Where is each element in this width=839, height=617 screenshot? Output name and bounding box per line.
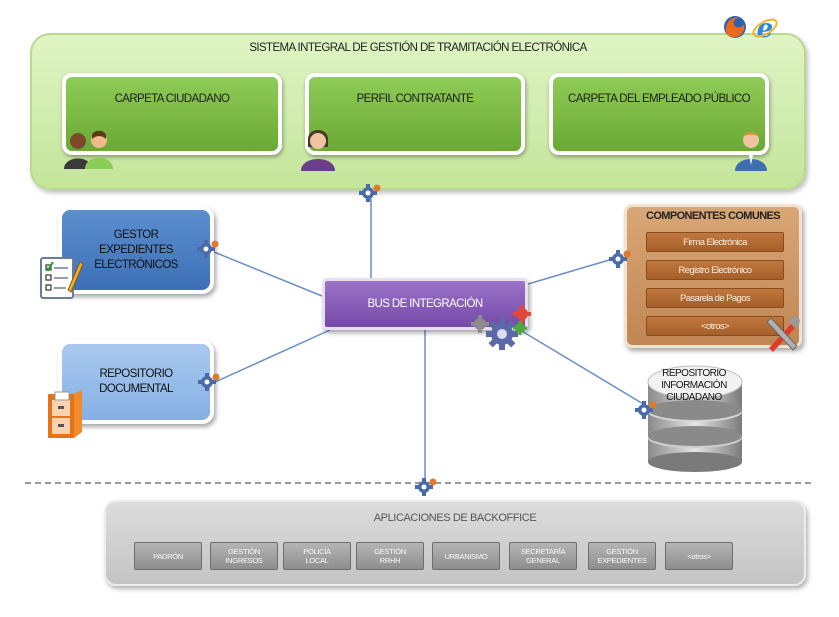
- gears-icon: [470, 302, 534, 359]
- gear-icon: [196, 237, 220, 266]
- firefox-icon: [722, 14, 748, 45]
- bitem-line2: LOCAL: [305, 556, 329, 565]
- bitem-line1: PADRÓN: [153, 551, 183, 561]
- componente-otros: <otros>: [646, 316, 784, 336]
- bitem-line1: SECRETARÍA: [520, 547, 566, 556]
- bitem-line1: URBANISMO: [444, 551, 488, 561]
- gestor-label-line1: GESTOR: [113, 228, 159, 241]
- componente-firma-electronica: Firma Electrónica: [646, 232, 784, 252]
- db-label-line2: INFORMACIÓN: [661, 380, 727, 391]
- checklist-icon: [38, 254, 84, 307]
- db-label-line3: CIUDADANO: [666, 392, 722, 403]
- carpeta-empleado-label: CARPETA DEL EMPLEADO PÚBLICO: [568, 93, 751, 105]
- bitem-line2: GENERAL: [526, 556, 560, 565]
- backoffice-item-otros: <otros>: [665, 542, 733, 570]
- bitem-line1: <otros>: [687, 551, 711, 561]
- bus-integracion-box: BUS DE INTEGRACIÓN: [322, 278, 528, 330]
- bitem-line1: GESTIÓN: [228, 547, 260, 556]
- db-label-line1: REPOSITORIO: [662, 368, 726, 379]
- employee-user-icon: [732, 127, 770, 178]
- bitem-line2: EXPEDIENTES: [597, 556, 647, 565]
- bitem-line1: POLICÍA: [303, 547, 331, 556]
- carpeta-ciudadano-label: CARPETA CIUDADANO: [114, 93, 230, 105]
- gestor-expedientes-box: GESTOR EXPEDIENTES ELECTRÓNICOS: [58, 206, 214, 294]
- gear-icon: [608, 247, 632, 276]
- bus-integracion-label: BUS DE INTEGRACIÓN: [367, 298, 483, 310]
- bitem-line2: RRHH: [379, 556, 401, 565]
- perfil-contratante-label: PERFIL CONTRATANTE: [356, 93, 474, 105]
- users-icon: [62, 127, 122, 176]
- backoffice-item-urbanismo: URBANISMO: [432, 542, 500, 570]
- database-icon: [640, 360, 750, 480]
- sistema-integral-title: SISTEMA INTEGRAL DE GESTIÓN DE TRAMITACI…: [249, 42, 587, 54]
- repositorio-informacion-ciudadano-label: REPOSITORIO INFORMACIÓN CIUDADANO: [640, 368, 748, 404]
- componentes-comunes-title: COMPONENTES COMUNES: [645, 210, 781, 222]
- backoffice-item-padron: PADRÓN: [134, 542, 202, 570]
- internet-explorer-icon: e: [751, 14, 779, 47]
- carpeta-ciudadano-box: CARPETA CIUDADANO: [62, 73, 282, 155]
- gestor-label-line2: EXPEDIENTES: [99, 243, 174, 256]
- gear-icon: [634, 398, 658, 427]
- bitem-line1: GESTIÓN: [374, 547, 406, 556]
- dashed-separator: [25, 482, 811, 484]
- perfil-contratante-box: PERFIL CONTRATANTE: [305, 73, 525, 155]
- componente-pasarela-pagos: Pasarela de Pagos: [646, 288, 784, 308]
- carpeta-empleado-box: CARPETA DEL EMPLEADO PÚBLICO: [549, 73, 769, 155]
- contractor-user-icon: [298, 125, 338, 178]
- repositorio-label-line1: REPOSITORIO: [99, 368, 173, 380]
- bitem-line1: GESTIÓN: [606, 547, 638, 556]
- svg-text:e: e: [757, 14, 774, 42]
- repositorio-label-line2: DOCUMENTAL: [99, 383, 173, 395]
- gear-icon: [358, 181, 382, 210]
- bitem-line2: INGRESOS: [225, 556, 263, 565]
- tools-icon: [763, 312, 803, 359]
- gear-icon: [414, 475, 438, 504]
- componente-registro-electronico: Registro Electrónico: [646, 260, 784, 280]
- gear-icon: [197, 370, 221, 399]
- gestor-label-line3: ELECTRÓNICOS: [94, 258, 178, 271]
- backoffice-title: APLICACIONES DE BACKOFFICE: [373, 512, 537, 524]
- file-cabinet-icon: [44, 388, 86, 447]
- repositorio-documental-box: REPOSITORIO DOCUMENTAL: [58, 340, 214, 424]
